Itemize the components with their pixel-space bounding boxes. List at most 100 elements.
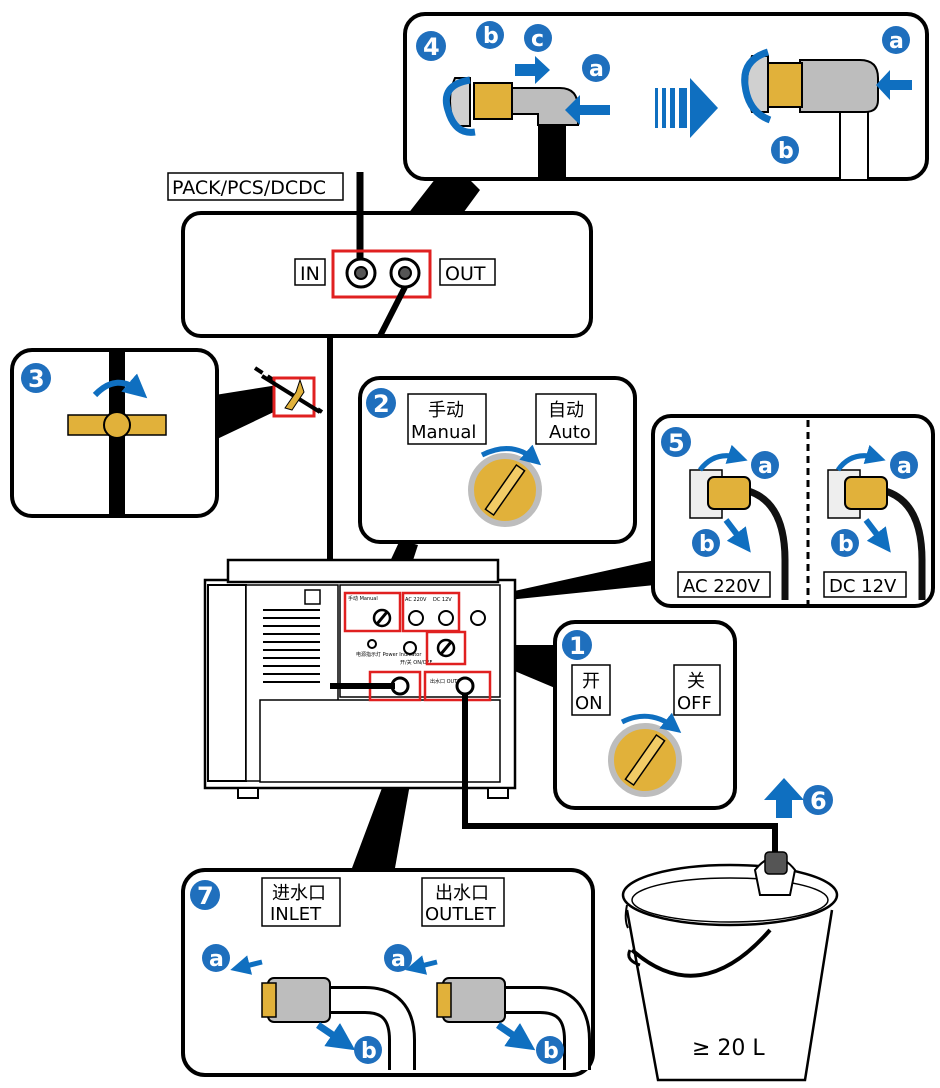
step5-sub-a2 xyxy=(890,451,918,479)
step4-sub-a2 xyxy=(882,26,910,54)
step4-number: 4 xyxy=(423,33,440,61)
in-out-panel xyxy=(181,211,593,338)
pull-arrow-icon xyxy=(515,56,550,84)
auto-label-box xyxy=(535,393,597,445)
pull-arrow-icon xyxy=(863,518,891,553)
step6-badge xyxy=(803,785,833,815)
step7-sub-a xyxy=(202,944,230,972)
in-out-highlight xyxy=(331,249,432,299)
step7-sub-a2-text: a xyxy=(391,947,406,972)
panel-switch-text: 开/关 ON/OFF xyxy=(400,659,432,666)
step4-sub-c-text: c xyxy=(531,27,544,52)
in-label-box xyxy=(294,258,326,286)
inlet-label-box xyxy=(261,877,341,927)
panel-manual-highlight xyxy=(343,591,402,633)
in-label: IN xyxy=(300,263,320,285)
rotate-arrow-icon xyxy=(442,76,476,136)
panel-switch-2 xyxy=(403,641,417,655)
in-port-core xyxy=(354,266,368,280)
off-label-en: OFF xyxy=(677,693,712,714)
step7-sub-a-text: a xyxy=(209,947,224,972)
panel-onoff-highlight xyxy=(425,630,467,666)
auto-label-cn: 自动 xyxy=(548,400,584,421)
step3-valve-hub xyxy=(103,411,131,439)
inlet-label-cn: 进水口 xyxy=(272,883,326,904)
on-label-box xyxy=(571,664,611,716)
step7-sub-b-text: b xyxy=(361,1039,377,1064)
step4-hose-after xyxy=(839,109,869,181)
source-label: PACK/PCS/DCDC xyxy=(172,177,326,199)
manual-label-cn: 手动 xyxy=(428,400,464,421)
transition-arrow-icon xyxy=(655,78,718,138)
panel-indicator-icon xyxy=(367,639,377,649)
inlet-hose-inner xyxy=(325,989,413,1070)
outlet-label-cn: 出水口 xyxy=(435,883,489,904)
step2-number: 2 xyxy=(373,390,390,418)
step5-sub-b xyxy=(692,529,720,557)
panel-outlet-highlight xyxy=(423,670,492,702)
inlet-fitting xyxy=(267,977,331,1023)
step7-number: 7 xyxy=(197,882,214,910)
step5-sub-a-text: a xyxy=(758,454,773,479)
panel-dc-text: DC 12V xyxy=(433,597,452,603)
dc-label: DC 12V xyxy=(829,576,897,597)
dc-cable xyxy=(880,486,926,600)
rotate-arrow-icon xyxy=(835,444,886,472)
step5-sub-b2 xyxy=(831,529,859,557)
ac-cable xyxy=(743,486,789,600)
drain-hose xyxy=(462,694,778,870)
drain-up-arrow-icon xyxy=(764,778,804,818)
step4-hose-before xyxy=(538,122,566,180)
step5-sub-a xyxy=(751,451,779,479)
step7-sub-b2 xyxy=(536,1036,564,1064)
pull-arrow-icon xyxy=(230,955,263,975)
step5-sub-a2-text: a xyxy=(897,454,912,479)
mode-switch-grip xyxy=(484,463,526,517)
push-arrow-icon xyxy=(565,95,610,125)
step7-sub-b xyxy=(354,1036,382,1064)
valve-cut-line xyxy=(260,374,322,414)
on-label-en: ON xyxy=(575,693,603,714)
step7-sub-a2 xyxy=(384,944,412,972)
callout-wedge-3 xyxy=(215,385,278,440)
step1-number: 1 xyxy=(569,632,586,660)
callout-wedge-5 xyxy=(488,560,655,602)
outlet-label-en: OUTLET xyxy=(425,904,497,925)
step4-sub-b xyxy=(476,21,504,49)
power-switch-grip xyxy=(624,733,666,787)
panel-ac-socket xyxy=(408,610,424,626)
rotate-arrow-icon xyxy=(698,444,748,472)
step5-badge xyxy=(661,427,691,457)
pull-arrow-icon xyxy=(316,1022,356,1051)
panel-power-text: 电源指示灯 Power Indicator xyxy=(356,651,422,658)
return-pipe-start xyxy=(377,285,408,338)
step4-nut-before xyxy=(473,82,513,120)
step4-sub-b-text: b xyxy=(483,24,499,49)
step3-badge xyxy=(21,363,51,393)
step4-sub-b2-text: b xyxy=(778,139,794,164)
bucket-capacity-label: ≥ 20 L xyxy=(692,1036,765,1061)
inlet-fitting-ring xyxy=(261,982,277,1018)
step4-sub-a xyxy=(582,54,610,82)
outlet-fitting-ring xyxy=(436,982,452,1018)
manual-label-en: Manual xyxy=(411,422,476,443)
pull-arrow-icon xyxy=(723,518,751,553)
step4-body-after xyxy=(799,59,879,113)
out-port-core xyxy=(398,266,412,280)
step4-sub-a2-text: a xyxy=(889,29,904,54)
off-label-cn: 关 xyxy=(687,671,705,692)
rotate-arrow-icon xyxy=(620,712,682,733)
rotate-arrow-icon xyxy=(92,373,148,399)
ac-label: AC 220V xyxy=(683,576,761,597)
step4-badge xyxy=(416,31,446,61)
panel-manual-text: 手动 Manual xyxy=(348,595,378,602)
step4-sub-c xyxy=(524,24,552,52)
outlet-label-box xyxy=(421,877,505,927)
rotate-arrow-icon xyxy=(741,48,772,124)
step2-badge xyxy=(366,388,396,418)
pull-arrow-icon xyxy=(405,955,438,975)
out-label-box xyxy=(439,258,496,286)
panel-outlet-port xyxy=(455,676,475,696)
dc-plug xyxy=(844,476,888,510)
step7-badge xyxy=(190,880,220,910)
